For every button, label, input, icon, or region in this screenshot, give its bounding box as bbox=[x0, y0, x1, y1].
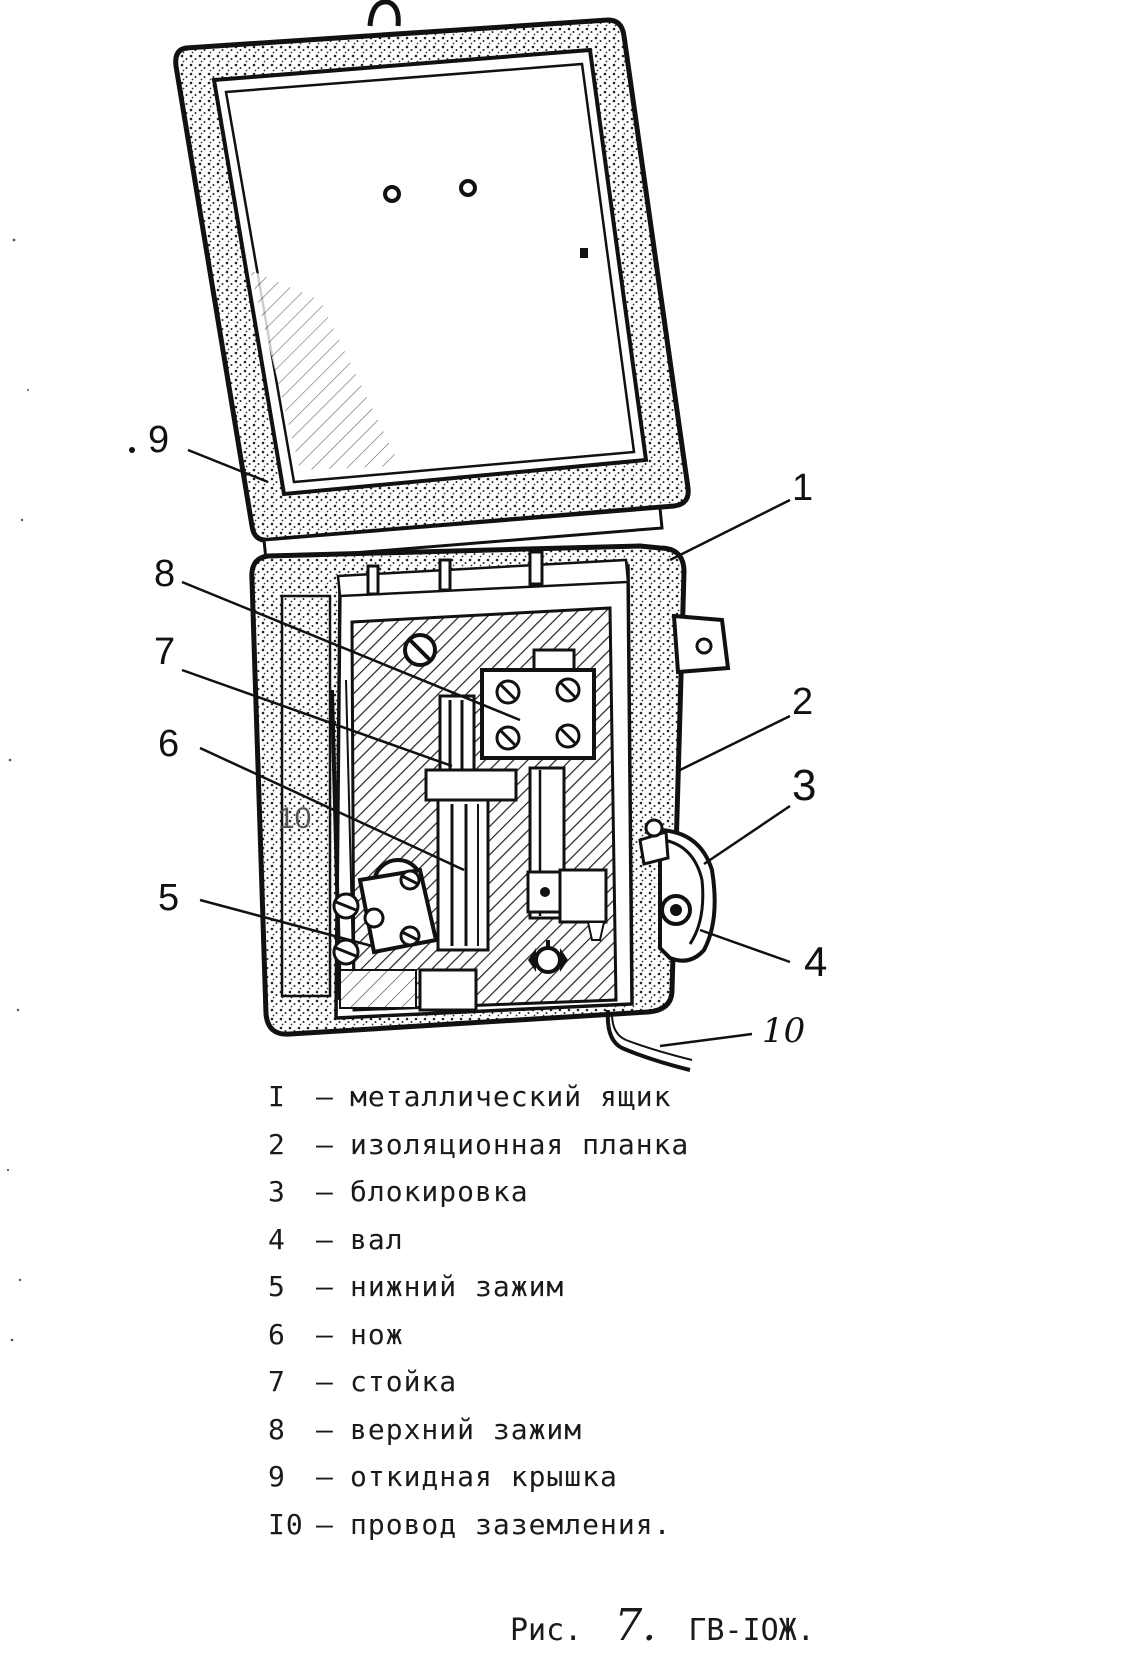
legend-item-9: 9–откидная крышка bbox=[268, 1460, 618, 1493]
wing-nut bbox=[528, 940, 568, 974]
legend-item-2: 2–изоляционная планка bbox=[268, 1127, 690, 1161]
legend-item-1: I–металлический ящик bbox=[268, 1080, 672, 1113]
hinge bbox=[262, 506, 664, 562]
caption-number: 7. bbox=[614, 1600, 657, 1651]
caption-prefix: Рис. bbox=[510, 1613, 583, 1648]
blade-right bbox=[526, 766, 608, 941]
legend-item-5: 5–нижний зажим bbox=[268, 1270, 565, 1303]
callout-6: 6 bbox=[158, 723, 179, 765]
leader-lines bbox=[181, 448, 791, 1048]
legend-item-3: 3–блокировка bbox=[268, 1175, 529, 1208]
figure-caption: Рис. 7. ГВ-IОЖ. bbox=[510, 1600, 815, 1651]
lid-hole-right bbox=[459, 179, 477, 197]
legend-list: I–металлический ящик 2–изоляционная план… bbox=[268, 1080, 689, 1555]
legend-item-7: 7–стойка bbox=[268, 1365, 458, 1398]
legend-item-4: 4–вал bbox=[268, 1222, 404, 1256]
interlock-shaft bbox=[638, 818, 717, 963]
hanger-loop bbox=[367, 0, 401, 27]
callout-4: 4 bbox=[804, 938, 827, 985]
callout-9: 9 bbox=[148, 419, 169, 461]
callout-3: 3 bbox=[792, 761, 816, 810]
callout-1: 1 bbox=[792, 467, 813, 509]
callout-8: 8 bbox=[154, 553, 175, 595]
legend-item-8: 8–верхний зажим bbox=[268, 1412, 583, 1446]
ground-wire bbox=[605, 1009, 691, 1072]
panel-number: 10 bbox=[278, 802, 311, 835]
callout-10: 10 bbox=[762, 1011, 805, 1051]
callout-2: 2 bbox=[792, 681, 813, 723]
legend-item-6: 6–нож bbox=[268, 1317, 404, 1351]
knife-post bbox=[424, 694, 518, 952]
callout-5: 5 bbox=[158, 877, 179, 919]
device-drawing: 10 bbox=[129, 0, 827, 1072]
lid bbox=[173, 17, 691, 543]
callout-7: 7 bbox=[154, 631, 175, 673]
upper-clamp bbox=[480, 648, 596, 760]
specks bbox=[6, 238, 29, 1342]
caption-title: ГВ-IОЖ. bbox=[688, 1613, 815, 1648]
lid-hole-left bbox=[383, 185, 401, 203]
lower-clamp bbox=[332, 858, 478, 1012]
legend-item-10: I0–провод заземления. bbox=[268, 1507, 672, 1541]
